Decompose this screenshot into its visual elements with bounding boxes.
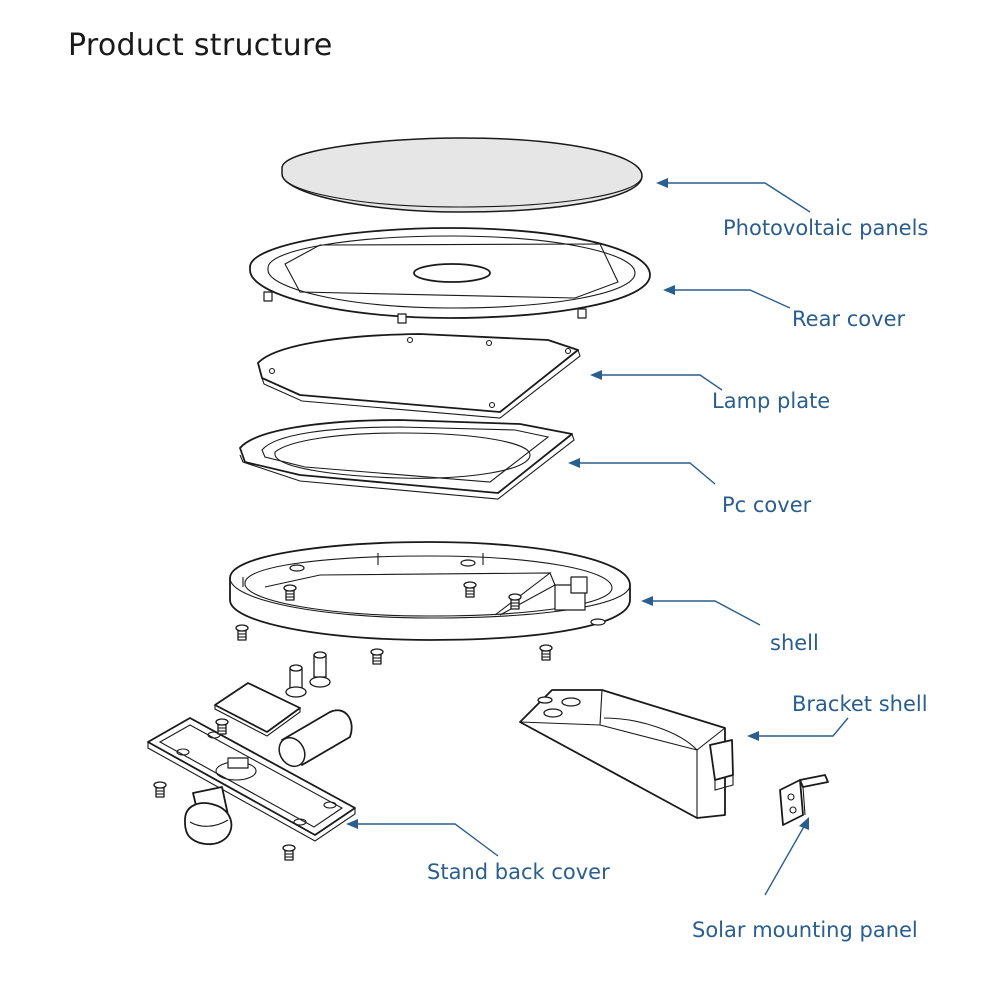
photovoltaic-panel-drawing bbox=[281, 137, 643, 213]
pc-cover-drawing bbox=[239, 419, 575, 500]
page-title: Product structure bbox=[68, 28, 333, 63]
lamp-plate-drawing bbox=[257, 333, 581, 419]
rear-cover-drawing bbox=[249, 227, 651, 324]
label-stand-back-cover: Stand back cover bbox=[427, 860, 610, 884]
leader-lines bbox=[346, 178, 849, 896]
label-bracket-shell: Bracket shell bbox=[792, 692, 928, 716]
solar-mounting-panel-drawing bbox=[779, 774, 829, 826]
label-pc-cover: Pc cover bbox=[722, 493, 812, 517]
shell-drawing bbox=[229, 541, 631, 641]
label-solar-mounting-panel: Solar mounting panel bbox=[692, 918, 918, 942]
bracket-shell-drawing bbox=[519, 689, 734, 819]
label-rear-cover: Rear cover bbox=[792, 307, 905, 331]
stand-back-cover-drawing bbox=[147, 651, 356, 861]
label-shell: shell bbox=[770, 631, 819, 655]
label-photovoltaic-panels: Photovoltaic panels bbox=[723, 216, 928, 240]
label-lamp-plate: Lamp plate bbox=[712, 389, 830, 413]
